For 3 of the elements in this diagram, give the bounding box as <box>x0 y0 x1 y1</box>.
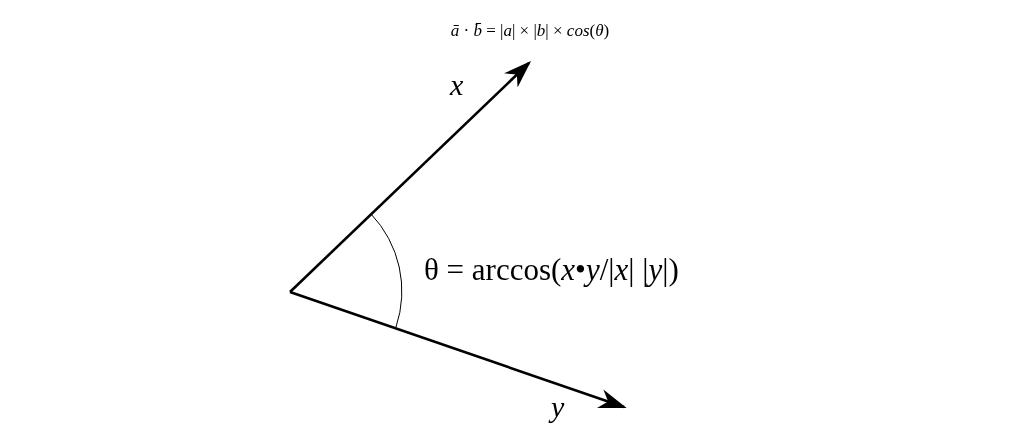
formula-title: ā · b̄ = |a| × |b| × cos(θ) <box>449 22 611 39</box>
axis-label: x <box>450 70 464 100</box>
angle-formula: θ = arccos(x•y/|x| |y|) <box>424 254 679 285</box>
